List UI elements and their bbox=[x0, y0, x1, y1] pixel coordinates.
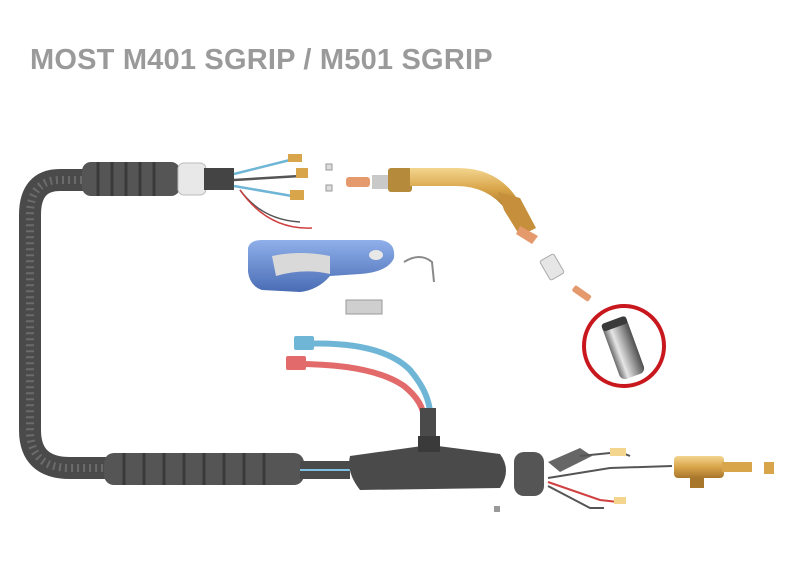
gas-diffuser bbox=[539, 253, 565, 281]
trigger-switch bbox=[345, 256, 435, 315]
front-wire-leads bbox=[233, 154, 333, 229]
gas-nozzle bbox=[582, 304, 666, 388]
swan-neck bbox=[346, 168, 538, 244]
cable-assembly bbox=[19, 162, 350, 485]
coolant-hoses bbox=[286, 336, 436, 438]
euro-connector bbox=[349, 436, 774, 512]
contact-tip bbox=[572, 285, 592, 302]
page-title: MOST M401 SGRIP / M501 SGRIP bbox=[30, 44, 493, 76]
handle-grip bbox=[248, 240, 395, 292]
